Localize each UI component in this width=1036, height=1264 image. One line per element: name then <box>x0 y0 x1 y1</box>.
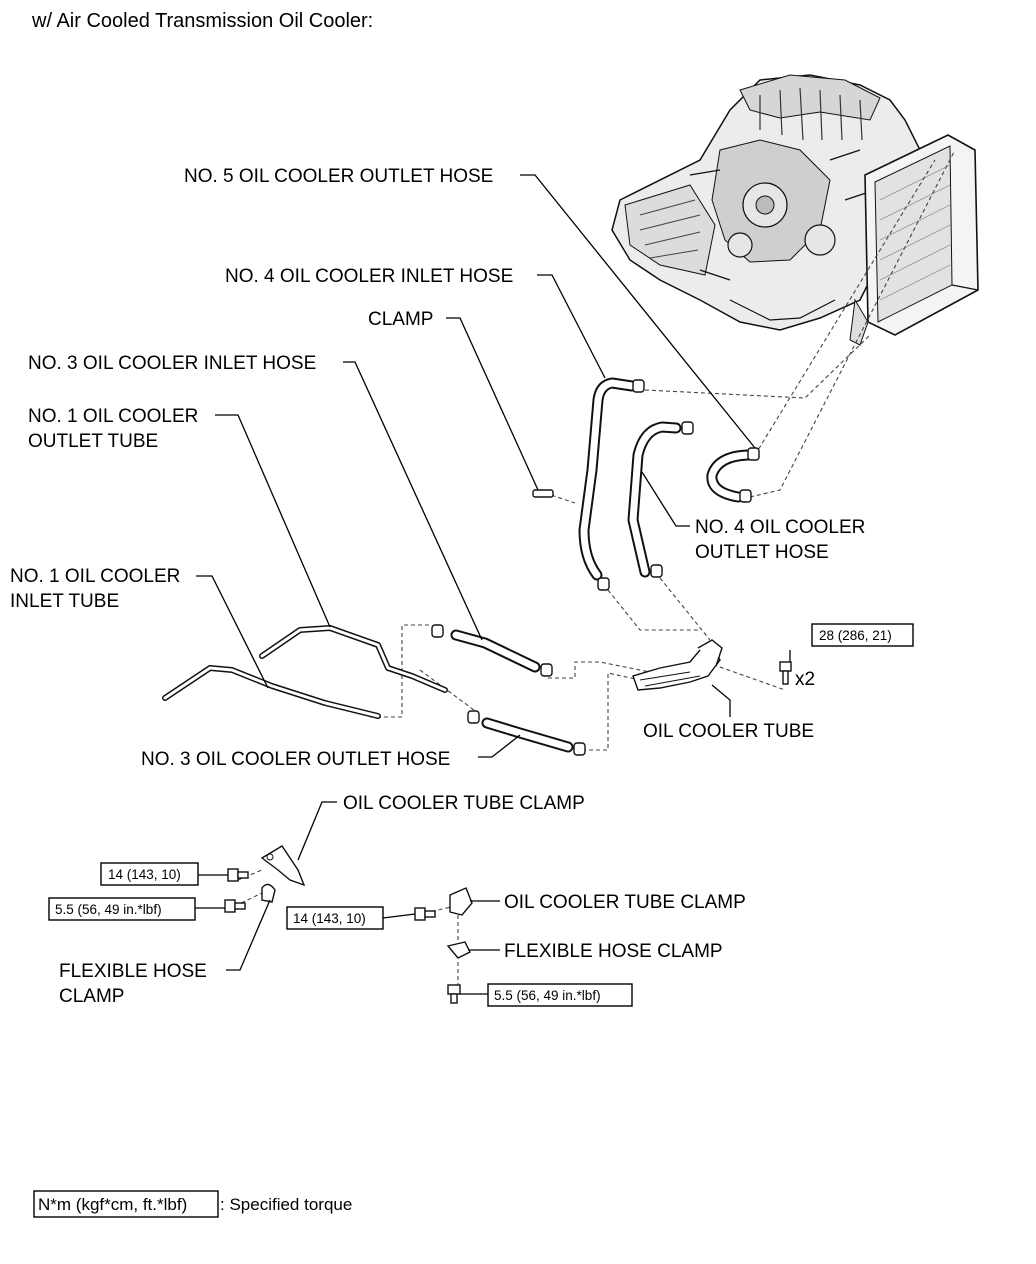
label-no3-inlet-hose: NO. 3 OIL COOLER INLET HOSE <box>28 353 316 374</box>
part-labels: NO. 5 OIL COOLER OUTLET HOSE NO. 4 OIL C… <box>10 166 865 1007</box>
no4-oil-cooler-outlet-hose <box>627 421 682 578</box>
flex-clamp-left-part <box>261 883 276 903</box>
tube-clamp-left-part <box>260 845 306 887</box>
label-no4-inlet-hose: NO. 4 OIL COOLER INLET HOSE <box>225 266 513 287</box>
page-title: w/ Air Cooled Transmission Oil Cooler: <box>31 10 373 32</box>
leader-lines <box>195 174 791 995</box>
no5-oil-cooler-outlet-hose <box>706 449 754 503</box>
tube-clamp-right-part <box>449 887 473 916</box>
oil-cooler-tube-part <box>632 639 723 691</box>
label-flex-clamp-left-line1: FLEXIBLE HOSE <box>59 961 207 982</box>
no4-oil-cooler-inlet-hose <box>578 377 638 581</box>
torque-box-flex-clamp-right: 5.5 (56, 49 in.*lbf) <box>487 983 633 1007</box>
legend-description: : Specified torque <box>220 1195 352 1214</box>
torque-box-tube-clamp-right: 14 (143, 10) <box>286 906 384 930</box>
label-no3-outlet-hose: NO. 3 OIL COOLER OUTLET HOSE <box>141 749 450 770</box>
label-no1-outlet-tube-line2: OUTLET TUBE <box>28 431 158 452</box>
no3-oil-cooler-inlet-hose <box>450 629 541 673</box>
label-no1-inlet-tube-line2: INLET TUBE <box>10 591 119 612</box>
clamp-part <box>532 489 554 498</box>
label-no1-inlet-tube-line1: NO. 1 OIL COOLER <box>10 566 180 587</box>
label-oil-cooler-tube: OIL COOLER TUBE <box>643 721 814 742</box>
label-flex-clamp-left-line2: CLAMP <box>59 986 124 1007</box>
label-no5-outlet-hose: NO. 5 OIL COOLER OUTLET HOSE <box>184 166 493 187</box>
hose-clips <box>431 379 760 756</box>
torque-tube-clamp-right: 14 (143, 10) <box>293 911 366 926</box>
torque-oil-cooler-tube: 28 (286, 21) <box>819 628 892 643</box>
torque-flex-clamp-left: 5.5 (56, 49 in.*lbf) <box>55 902 162 917</box>
no1-oil-cooler-inlet-tube <box>162 665 381 719</box>
bolts <box>224 661 792 1004</box>
engine-radiator-illustration <box>611 74 979 346</box>
flex-clamp-right-part <box>446 941 471 959</box>
legend-box-text: N*m (kgf*cm, ft.*lbf) <box>38 1195 187 1214</box>
label-no4-outlet-hose-line2: OUTLET HOSE <box>695 542 829 563</box>
torque-legend: N*m (kgf*cm, ft.*lbf) : Specified torque <box>33 1190 352 1218</box>
label-times-two: x2 <box>795 669 815 690</box>
no3-oil-cooler-outlet-hose <box>481 717 574 753</box>
label-clamp: CLAMP <box>368 309 433 330</box>
no1-oil-cooler-outlet-tube <box>259 625 448 693</box>
torque-box-tube-clamp-left: 14 (143, 10) <box>100 862 199 886</box>
label-tube-clamp-left: OIL COOLER TUBE CLAMP <box>343 793 585 814</box>
torque-box-flex-clamp-left: 5.5 (56, 49 in.*lbf) <box>48 897 196 921</box>
torque-box-oil-cooler-tube: 28 (286, 21) <box>811 623 914 647</box>
label-tube-clamp-right: OIL COOLER TUBE CLAMP <box>504 892 746 913</box>
torque-tube-clamp-left: 14 (143, 10) <box>108 867 181 882</box>
label-flex-clamp-right: FLEXIBLE HOSE CLAMP <box>504 941 723 962</box>
torque-flex-clamp-right: 5.5 (56, 49 in.*lbf) <box>494 988 601 1003</box>
label-no4-outlet-hose-line1: NO. 4 OIL COOLER <box>695 517 865 538</box>
label-no1-outlet-tube-line1: NO. 1 OIL COOLER <box>28 406 198 427</box>
